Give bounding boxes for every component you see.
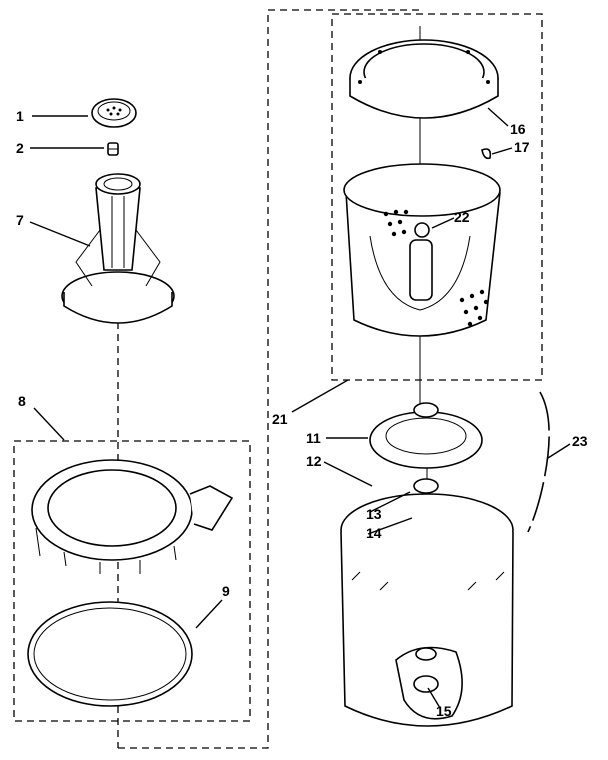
- callout-13: 13: [366, 506, 382, 522]
- callouts: 1 2 7 8 9 11 12 13 14 15 16 17 21 22 23: [16, 108, 588, 719]
- outer-tub: [340, 493, 514, 727]
- group-box-8: [13, 440, 251, 722]
- basket-holes-left: [383, 209, 409, 237]
- agitator: [61, 173, 175, 324]
- callout-11: 11: [306, 430, 321, 446]
- balance-ring: [349, 39, 499, 119]
- callout-2: 2: [16, 140, 24, 156]
- callout-12: 12: [306, 453, 322, 469]
- callout-1: 1: [16, 108, 24, 124]
- callout-16: 16: [510, 121, 526, 137]
- drain-hose: [527, 391, 550, 533]
- callout-17: 17: [514, 139, 530, 155]
- callout-22: 22: [454, 209, 470, 225]
- agitator-cap: [91, 98, 137, 128]
- tub-ring: [31, 459, 234, 574]
- callout-23: 23: [572, 433, 588, 449]
- callout-8: 8: [18, 393, 26, 409]
- drain-fitting: [395, 646, 463, 720]
- balance-ring-clip: [481, 148, 492, 160]
- agitator-bolt: [107, 142, 119, 156]
- drive-bell: [369, 402, 483, 469]
- callout-21: 21: [272, 411, 288, 427]
- basket-holes-right: [459, 289, 489, 327]
- callout-9: 9: [222, 583, 230, 599]
- callout-14: 14: [366, 525, 382, 541]
- callout-15: 15: [436, 703, 452, 719]
- tub-ring-gasket: [27, 601, 193, 707]
- callout-7: 7: [16, 212, 24, 228]
- spin-basket: [343, 163, 501, 337]
- leader-lines: [29, 107, 571, 709]
- tub-seal: [413, 478, 439, 494]
